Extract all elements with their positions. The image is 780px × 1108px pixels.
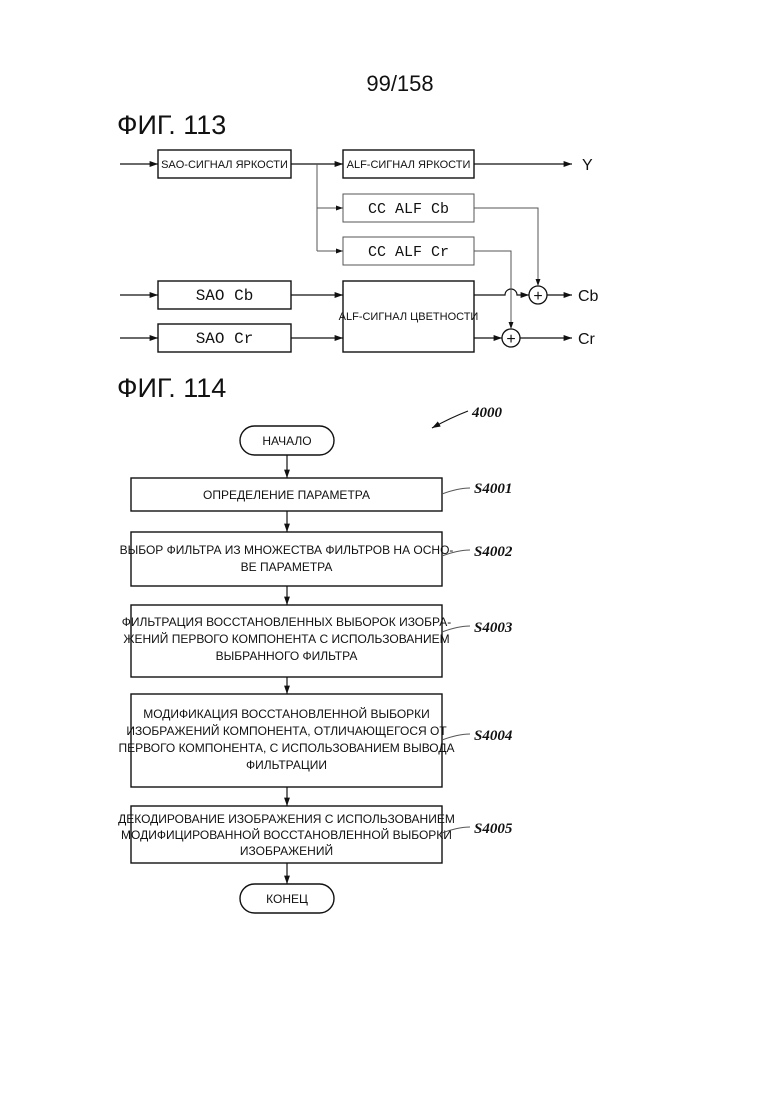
step-s4003-text-line3: ВЫБРАННОГО ФИЛЬТРА (216, 649, 358, 663)
fig113-title: ФИГ. 113 (117, 110, 226, 140)
step-s4002-id: S4002 (474, 544, 513, 560)
output-cr: Cr (578, 331, 596, 348)
step-s4005-text-line3: ИЗОБРАЖЕНИЙ (240, 843, 333, 858)
sao-luma-label: SAO-СИГНАЛ ЯРКОСТИ (161, 159, 288, 171)
step-s4004-text-line2: ИЗОБРАЖЕНИЙ КОМПОНЕНТА, ОТЛИЧАЮЩЕГОСЯ ОТ (126, 723, 447, 738)
cc-cb-to-adder-arrow (474, 208, 538, 286)
step-s4003-text-line1: ФИЛЬТРАЦИЯ ВОССТАНОВЛЕННЫХ ВЫБОРОК ИЗОБР… (122, 615, 451, 629)
step-s4004-text-line3: ПЕРВОГО КОМПОНЕНТА, С ИСПОЛЬЗОВАНИЕМ ВЫВ… (119, 741, 455, 755)
sao-cr-label: SAO Cr (196, 330, 254, 348)
cr-adder-symbol: + (506, 331, 515, 348)
output-y: Y (582, 157, 593, 174)
end-label: КОНЕЦ (266, 892, 308, 906)
step-s4003-id: S4003 (474, 620, 513, 636)
cc-alf-cb-label: CC ALF Cb (368, 201, 449, 218)
fig114-title: ФИГ. 114 (117, 373, 226, 403)
step-s4005-text-line2: МОДИФИЦИРОВАННОЙ ВОССТАНОВЛЕННОЙ ВЫБОРКИ (121, 827, 452, 842)
alf-luma-label: ALF-СИГНАЛ ЯРКОСТИ (347, 159, 471, 171)
step-s4002-text-line2: ВЕ ПАРАМЕТРА (241, 560, 333, 574)
cc-cr-to-adder-arrow (474, 251, 511, 329)
step-s4004-text-line1: МОДИФИКАЦИЯ ВОССТАНОВЛЕННОЙ ВЫБОРКИ (143, 706, 430, 721)
start-label: НАЧАЛО (262, 434, 311, 448)
step-s4004-id: S4004 (474, 728, 513, 744)
cb-adder-symbol: + (533, 288, 542, 305)
s4001-leader (442, 488, 470, 494)
flowchart-reference: 4000 (471, 405, 503, 421)
step-s4005-id: S4005 (474, 821, 513, 837)
alf-chroma-label: ALF-СИГНАЛ ЦВЕТНОСТИ (339, 311, 479, 323)
page-number: 99/158 (366, 71, 433, 96)
alf-cb-to-adder-arrow (474, 289, 529, 295)
step-s4002-box (131, 532, 442, 586)
step-s4005-text-line1: ДЕКОДИРОВАНИЕ ИЗОБРАЖЕНИЯ С ИСПОЛЬЗОВАНИ… (118, 812, 455, 826)
cc-alf-cr-label: CC ALF Cr (368, 244, 449, 261)
step-s4001-text: ОПРЕДЕЛЕНИЕ ПАРАМЕТРА (203, 488, 370, 502)
sao-cb-label: SAO Cb (196, 287, 254, 305)
reference-arrow (432, 411, 468, 428)
step-s4002-text-line1: ВЫБОР ФИЛЬТРА ИЗ МНОЖЕСТВА ФИЛЬТРОВ НА О… (120, 543, 454, 557)
output-cb: Cb (578, 288, 599, 305)
step-s4001-id: S4001 (474, 481, 512, 497)
step-s4003-text-line2: ЖЕНИЙ ПЕРВОГО КОМПОНЕНТА С ИСПОЛЬЗОВАНИЕ… (123, 631, 449, 646)
step-s4004-text-line4: ФИЛЬТРАЦИИ (246, 758, 327, 772)
